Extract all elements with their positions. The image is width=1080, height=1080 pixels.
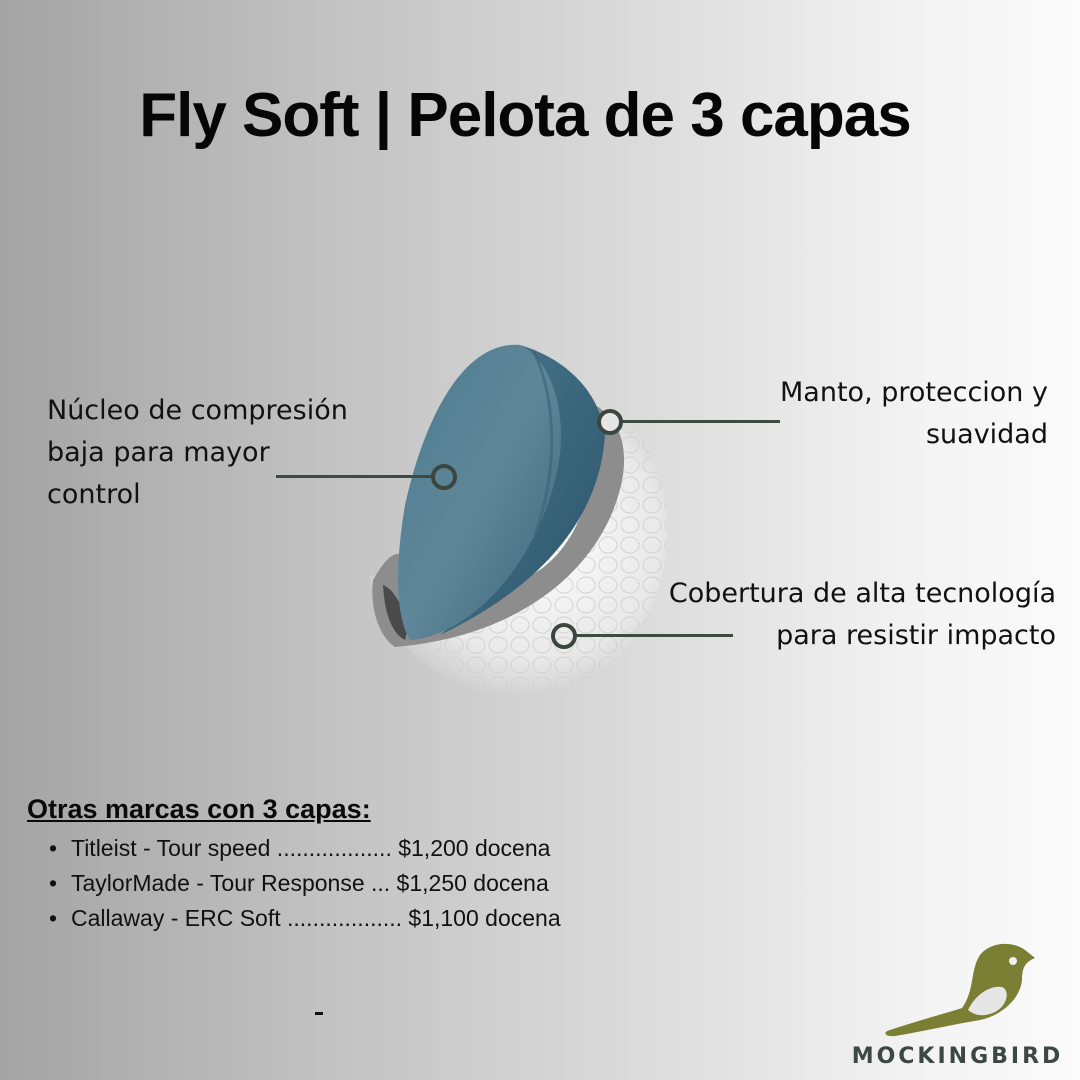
bullet-icon: •	[49, 870, 58, 896]
core-label-line2: baja para mayor	[47, 437, 270, 468]
footer-dash-mark	[315, 1012, 323, 1015]
cover-connector-line	[575, 634, 733, 637]
core-callout-label: Núcleo de compresión baja para mayor con…	[47, 390, 348, 516]
core-label-line3: control	[47, 479, 141, 510]
list-item: •Titleist - Tour speed .................…	[49, 831, 561, 866]
other-brands-heading: Otras marcas con 3 capas:	[27, 794, 371, 824]
golf-ball-cutaway-illustration	[370, 344, 668, 697]
page-title: Fly Soft | Pelota de 3 capas	[139, 81, 912, 150]
cover-callout-label: Cobertura de alta tecnología para resist…	[669, 573, 1056, 657]
cover-label-line1: Cobertura de alta tecnología	[668, 578, 1056, 609]
mantle-label-line1: Manto, proteccion y	[780, 377, 1048, 408]
mantle-connector-line	[620, 420, 780, 423]
core-connector-line	[276, 475, 433, 478]
core-marker-dot	[431, 464, 457, 490]
mantle-label-line2: suavidad	[925, 419, 1048, 450]
brands-list: •Titleist - Tour speed .................…	[27, 831, 561, 936]
mantle-marker-dot	[597, 409, 623, 435]
bird-icon	[885, 943, 1035, 1037]
bullet-icon: •	[49, 905, 58, 931]
mantle-callout-label: Manto, proteccion y suavidad	[780, 372, 1048, 456]
brand-name: MOCKINGBIRD	[851, 1044, 1064, 1069]
other-brands-section: Otras marcas con 3 capas: •Titleist - To…	[27, 794, 561, 936]
mockingbird-logo: MOCKINGBIRD	[850, 940, 1065, 1075]
bullet-icon: •	[49, 835, 58, 861]
list-item: •TaylorMade - Tour Response ... $1,250 d…	[49, 866, 561, 901]
cover-marker-dot	[551, 623, 577, 649]
list-item: •Callaway - ERC Soft .................. …	[49, 901, 561, 936]
cover-label-line2: para resistir impacto	[776, 620, 1056, 651]
core-label-line1: Núcleo de compresión	[47, 395, 348, 426]
